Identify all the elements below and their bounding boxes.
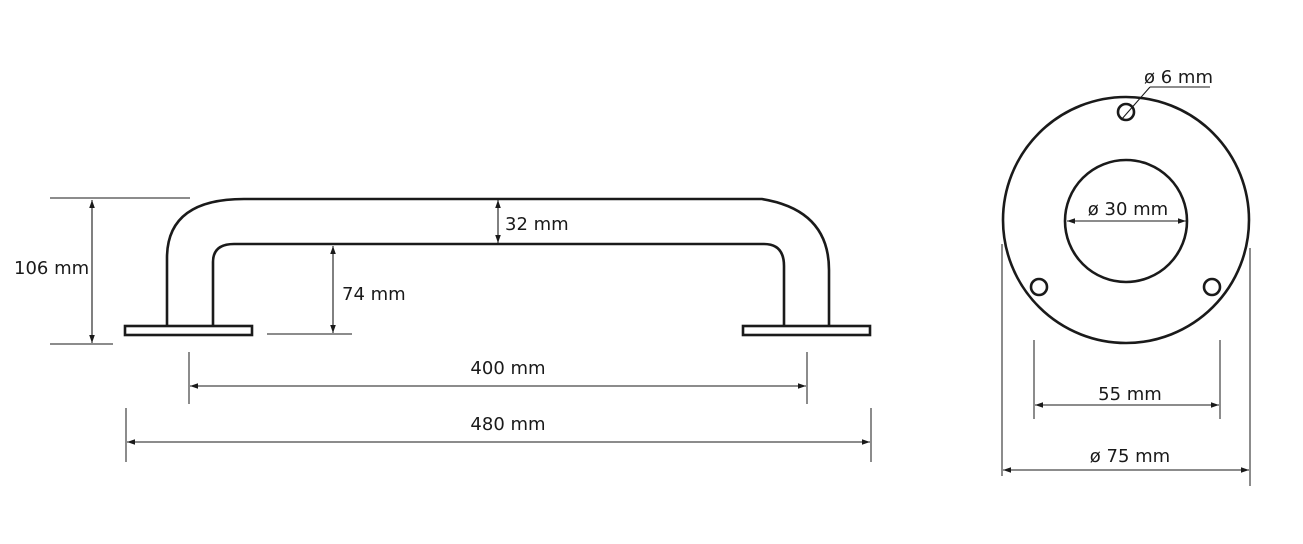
- right-screw-hole: [1202, 277, 1222, 297]
- hole-spacing-label: 55 mm: [1098, 384, 1162, 405]
- center-opening-circle: [1063, 158, 1189, 284]
- center-opening-label: ø 30 mm: [1088, 199, 1168, 220]
- top-screw-hole: [1116, 102, 1136, 122]
- total-height-label: 106 mm: [14, 258, 89, 279]
- total-length-label: 480 mm: [470, 414, 545, 435]
- right-mounting-plate: [741, 324, 872, 337]
- tube-diameter-label: 32 mm: [505, 214, 569, 235]
- inner-height-label: 74 mm: [342, 284, 406, 305]
- flange-view: ø 6 mm ø 30 mm 55 mm ø 75 mm: [1001, 67, 1251, 486]
- hole-diameter-leader: [1120, 86, 1151, 121]
- center-distance-label: 400 mm: [470, 358, 545, 379]
- hole-diameter-label: ø 6 mm: [1144, 67, 1213, 88]
- flange-outer-circle: [1001, 95, 1251, 345]
- grab-bar-outer-outline: [165, 197, 831, 325]
- left-screw-hole: [1029, 277, 1049, 297]
- side-view: 106 mm 32 mm 74 mm 400 mm 480 mm: [14, 197, 872, 462]
- grab-bar-inner-outline: [211, 242, 786, 325]
- left-mounting-plate: [123, 324, 254, 337]
- flange-diameter-label: ø 75 mm: [1090, 446, 1170, 467]
